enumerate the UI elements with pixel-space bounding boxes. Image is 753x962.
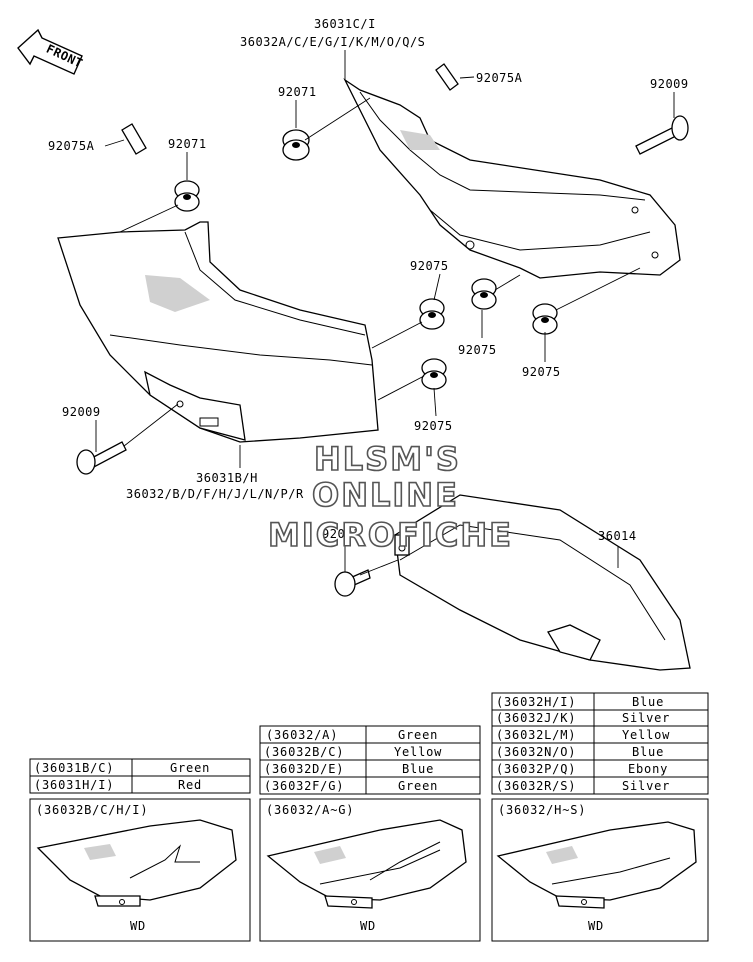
table-mid-color: Yellow xyxy=(394,745,442,759)
panel-caption: WD xyxy=(588,919,604,933)
callout-92009-right: 92009 xyxy=(650,77,689,91)
callout-92009-left: 92009 xyxy=(62,405,101,419)
table-right-code: (36032N/O) xyxy=(496,745,576,759)
table-mid-code: (36032/A) xyxy=(266,728,338,742)
table-mid-code: (36032D/E) xyxy=(264,762,344,776)
pin-92075a-right xyxy=(435,63,459,91)
table-left-color: Green xyxy=(170,761,210,775)
callout-36032b-r: 36032/B/D/F/H/J/L/N/P/R xyxy=(126,487,304,501)
panel-caption: WD xyxy=(360,919,376,933)
callout-92075-b: 92075 xyxy=(458,343,497,357)
right-side-cover xyxy=(343,78,681,279)
callout-36031bh: 36031B/H xyxy=(196,471,258,485)
table-mid-code: (36032F/G) xyxy=(264,779,344,793)
chain-cover xyxy=(394,494,691,671)
table-right-color: Yellow xyxy=(622,728,670,742)
table-mid-color: Blue xyxy=(402,762,434,776)
color-table-mid: (36032/A) Green (36032B/C) Yellow (36032… xyxy=(259,725,481,795)
grommet-92071-right xyxy=(282,129,310,161)
table-left-code: (36031H/I) xyxy=(34,778,114,792)
callout-92075-d: 92075 xyxy=(414,419,453,433)
panel-title: (36032B/C/H/I) xyxy=(36,803,148,817)
table-right-code: (36032J/K) xyxy=(496,711,576,725)
callout-92075-a: 92075 xyxy=(410,259,449,273)
callout-36031ci: 36031C/I xyxy=(314,17,376,31)
table-left-code: (36031B/C) xyxy=(34,761,114,775)
panel-title: (36032/A~G) xyxy=(266,803,354,817)
table-right-color: Silver xyxy=(622,711,670,725)
table-mid-color: Green xyxy=(398,779,438,793)
watermark: HLSM'S ONLINE MICROFICHE xyxy=(267,439,513,555)
panel-title: (36032/H~S) xyxy=(498,803,586,817)
bolt-92009-left xyxy=(76,441,127,475)
table-right-code: (36032R/S) xyxy=(496,779,576,793)
callout-92075-c: 92075 xyxy=(522,365,561,379)
variant-panel-1: (36032B/C/H/I) WD xyxy=(29,798,251,942)
callout-92001: 92001 xyxy=(322,527,361,541)
watermark-line2: ONLINE xyxy=(312,476,459,514)
color-table-right: (36032H/I) Blue (36032J/K) Silver (36032… xyxy=(491,692,709,795)
color-table-left: (36031B/C) Green (36031H/I) Red xyxy=(29,758,251,794)
bolt-92001 xyxy=(334,569,371,597)
table-left-color: Red xyxy=(178,778,202,792)
grommet-92075-b xyxy=(471,278,497,310)
bolt-92009-right xyxy=(635,115,689,155)
table-right-code: (36032H/I) xyxy=(496,695,576,709)
watermark-line1: HLSM'S xyxy=(314,440,461,478)
variant-panel-2: (36032/A~G) WD xyxy=(259,798,481,942)
watermark-line3: MICROFICHE xyxy=(268,516,513,554)
left-side-cover xyxy=(57,221,379,443)
front-arrow-icon: FRONT xyxy=(17,28,85,75)
table-mid-code: (36032B/C) xyxy=(264,745,344,759)
callout-36032a-s: 36032A/C/E/G/I/K/M/O/Q/S xyxy=(240,35,425,49)
table-right-color: Silver xyxy=(622,779,670,793)
grommet-92075-c xyxy=(532,303,558,335)
callout-labels: 36031C/I 36032A/C/E/G/I/K/M/O/Q/S 92071 … xyxy=(48,17,689,543)
table-mid-color: Green xyxy=(398,728,438,742)
callout-36014: 36014 xyxy=(598,529,637,543)
table-right-color: Blue xyxy=(632,745,664,759)
panel-caption: WD xyxy=(130,919,146,933)
grommet-92075-a xyxy=(419,298,445,330)
table-right-color: Ebony xyxy=(628,762,668,776)
pin-92075a-left xyxy=(121,123,147,155)
callout-92075a-right: 92075A xyxy=(476,71,523,85)
leader-lines xyxy=(95,50,675,576)
callout-92075a-left: 92075A xyxy=(48,139,95,153)
table-right-color: Blue xyxy=(632,695,664,709)
table-right-code: (36032P/Q) xyxy=(496,762,576,776)
grommet-92071-left xyxy=(174,180,200,212)
variant-panel-3: (36032/H~S) WD xyxy=(491,798,709,942)
grommet-92075-d xyxy=(421,358,447,390)
callout-92071-left: 92071 xyxy=(168,137,207,151)
table-right-code: (36032L/M) xyxy=(496,728,576,742)
callout-92071-right: 92071 xyxy=(278,85,317,99)
